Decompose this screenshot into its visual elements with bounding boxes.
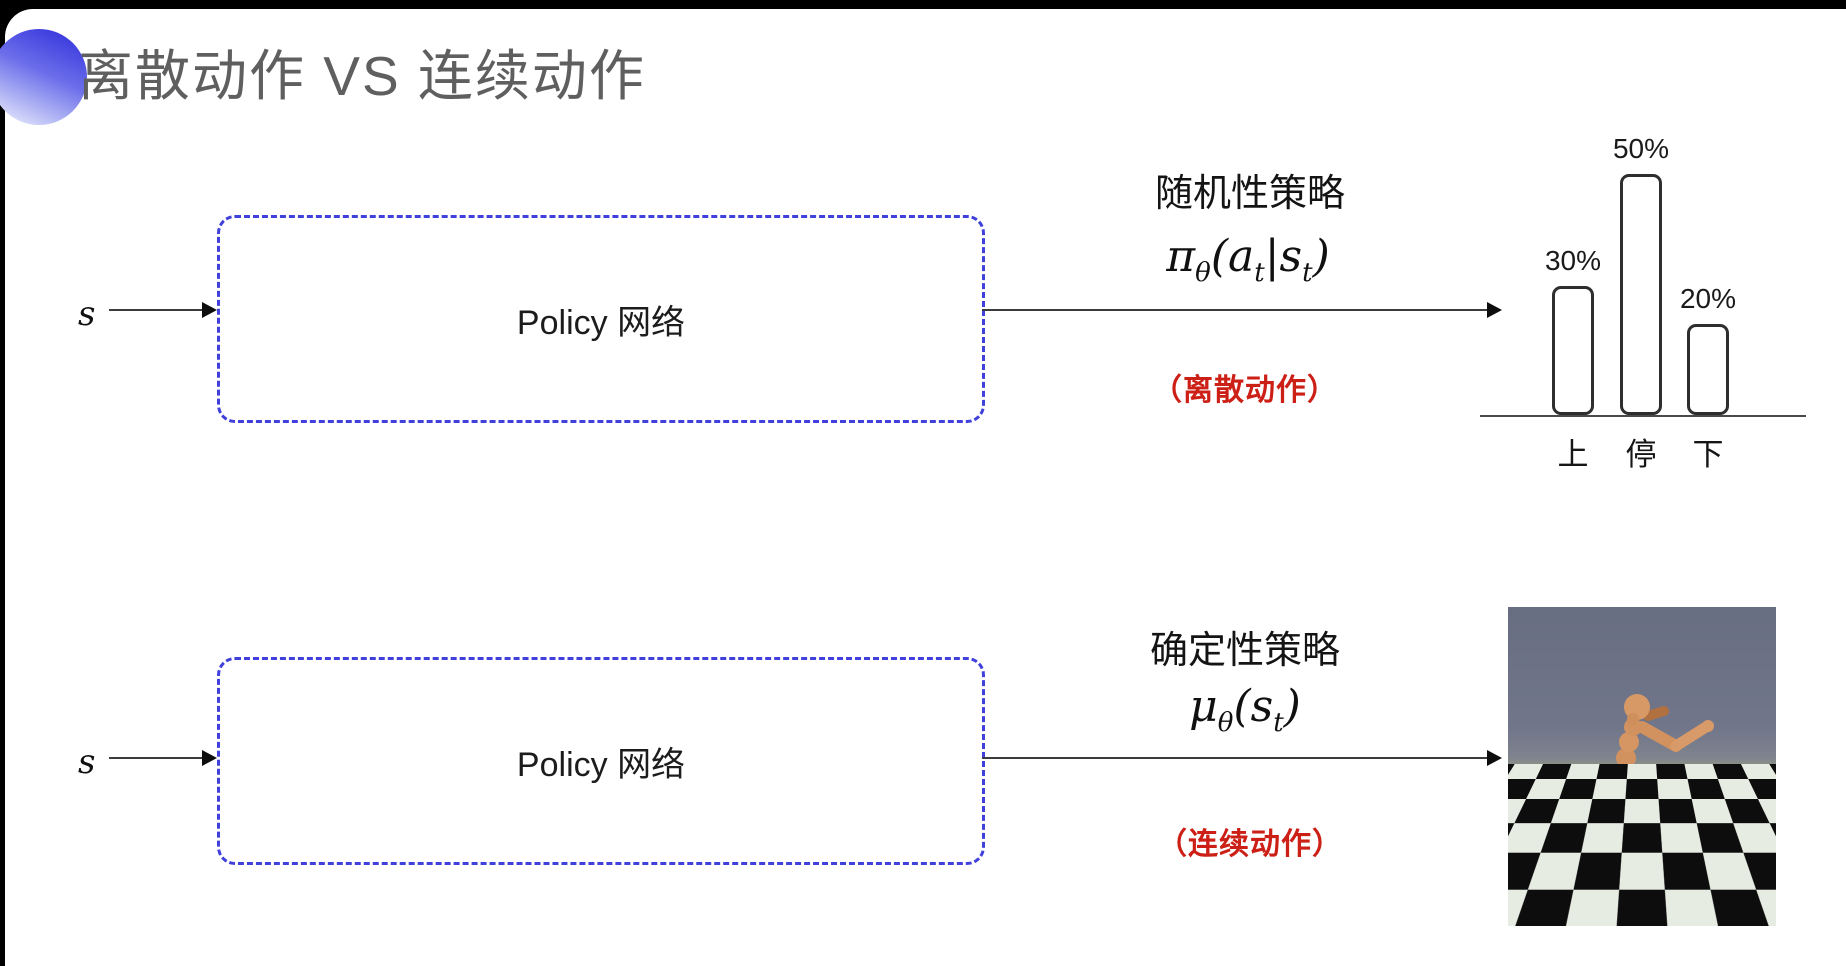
bar-value-label: 50% [1612, 133, 1670, 164]
bottom-policy-formula: μθ(st) [1189, 681, 1301, 738]
category-label-up: 上 [1557, 437, 1589, 472]
chart-bar-column: 20% [1680, 283, 1736, 415]
bar-up [1552, 286, 1594, 415]
bottom-policy-title: 确定性策略 [1149, 630, 1341, 672]
humanoid-figure [1556, 694, 1714, 922]
top-policy-title: 随机性策略 [1154, 173, 1346, 215]
bottom-state-label: s [78, 742, 96, 782]
bottom-policy-network-box: Policy 网络 [217, 657, 985, 865]
bottom-policy-network-label: Policy 网络 [516, 745, 686, 784]
chart-bar-column: 50% [1613, 133, 1669, 415]
top-policy-network-label: Policy 网络 [516, 303, 686, 342]
horizon-haze [1508, 764, 1776, 798]
top-policy-formula: πθ(at|st) [1166, 231, 1330, 288]
slide-background: 离散动作 VS 连续动作 s Policy 网络 随机性策略 πθ(at|st)… [0, 9, 1846, 966]
chart-plot-area: 30% 50% 20% [1480, 121, 1806, 417]
bottom-action-type-note: （连续动作） [1157, 828, 1343, 861]
bar-value-label: 20% [1679, 283, 1737, 314]
top-state-label: s [78, 294, 96, 334]
top-action-type-note: （离散动作） [1152, 374, 1338, 407]
bar-down [1687, 324, 1729, 415]
bar-stop [1620, 174, 1662, 415]
chart-category-axis: 上 停 下 [1480, 417, 1806, 475]
action-probability-chart: 30% 50% 20% 上 停 下 [1480, 121, 1806, 475]
slide-title: 离散动作 VS 连续动作 [78, 45, 646, 107]
category-label-down: 下 [1692, 437, 1724, 472]
category-label-stop: 停 [1625, 437, 1657, 472]
chart-bar-column: 30% [1545, 245, 1601, 415]
humanoid-simulation-image [1508, 607, 1776, 926]
top-policy-network-box: Policy 网络 [217, 215, 985, 423]
slide-bullet-icon [0, 29, 87, 125]
bar-value-label: 30% [1544, 245, 1602, 276]
